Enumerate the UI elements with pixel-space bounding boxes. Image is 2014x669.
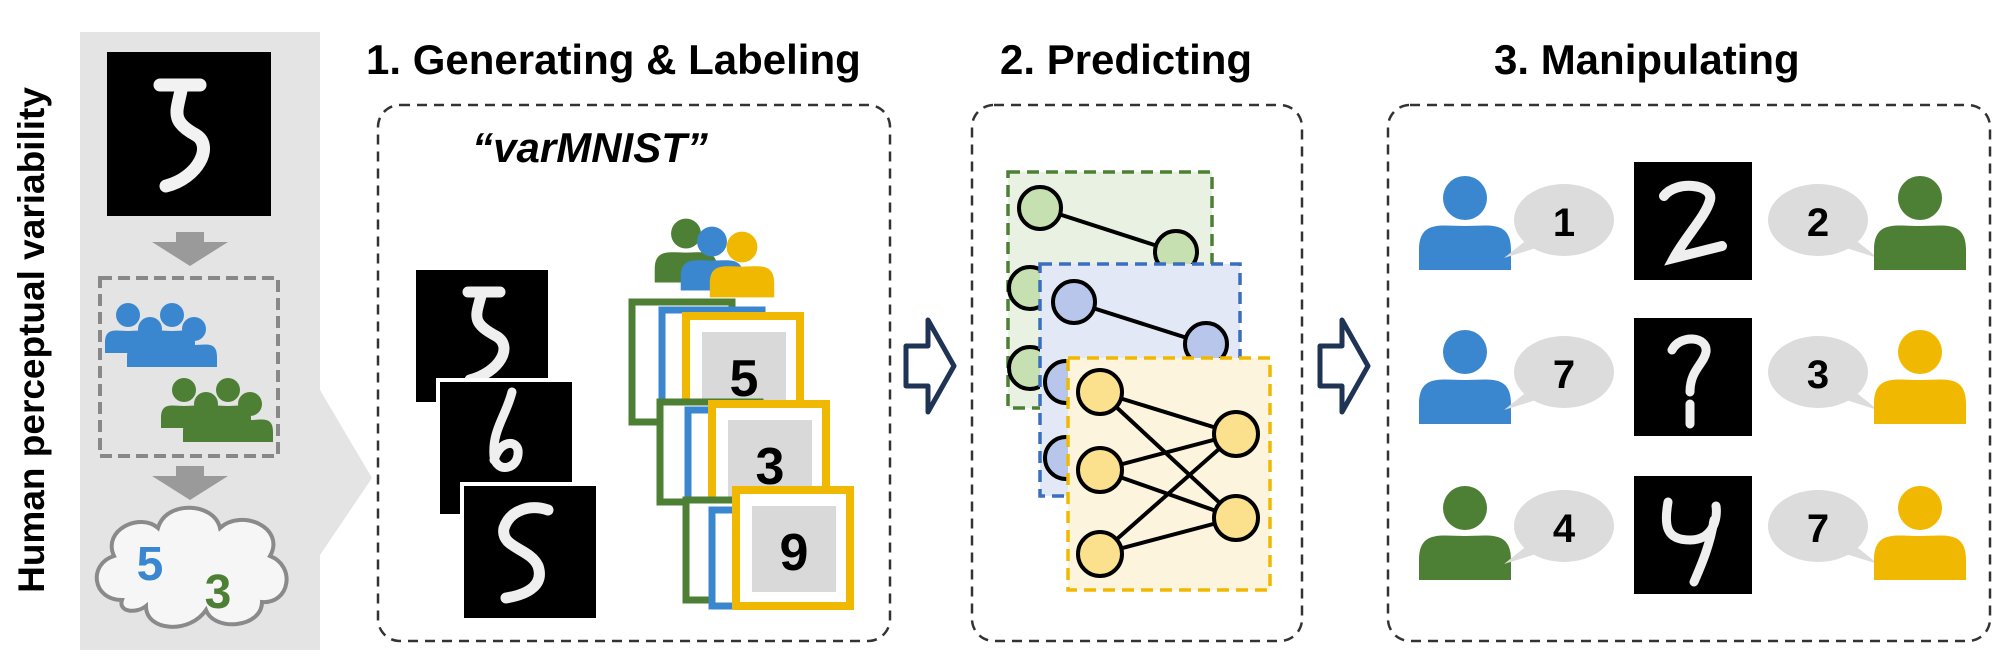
left-label: 7 <box>1553 353 1575 397</box>
digit-stroke <box>153 78 210 193</box>
manipulation-row: 1 2 <box>1419 162 1966 280</box>
digit-image-stack <box>412 266 600 622</box>
label-card-5: 5 <box>730 350 759 408</box>
down-arrow-icon <box>152 466 228 500</box>
arrow-right-icon <box>1317 317 1371 415</box>
cloud-label-a: 5 <box>137 538 164 591</box>
left-label: 1 <box>1553 201 1575 245</box>
manipulation-row: 4 7 <box>1419 476 1966 594</box>
cloud-label-b: 3 <box>205 566 232 619</box>
down-arrow-icon <box>152 232 228 266</box>
right-label: 2 <box>1807 201 1829 245</box>
manipulation-row: 7 3 <box>1419 318 1966 436</box>
thought-cloud-icon <box>94 505 289 629</box>
left-label: 4 <box>1553 507 1576 551</box>
section-1-title: 1. Generating & Labeling <box>366 36 861 83</box>
side-label: Human perceptual variability <box>11 87 52 593</box>
network-icon <box>1006 170 1272 592</box>
variability-panel: 5 3 <box>80 32 372 650</box>
right-label: 7 <box>1807 507 1829 551</box>
right-label: 3 <box>1807 353 1829 397</box>
dataset-name: “varMNIST” <box>472 124 708 171</box>
arrow-right-icon <box>903 317 957 415</box>
label-card-stack: 5 3 9 <box>628 298 854 610</box>
section-3-title: 3. Manipulating <box>1494 36 1800 83</box>
label-card-9: 9 <box>780 524 809 582</box>
section-2-title: 2. Predicting <box>1000 36 1252 83</box>
